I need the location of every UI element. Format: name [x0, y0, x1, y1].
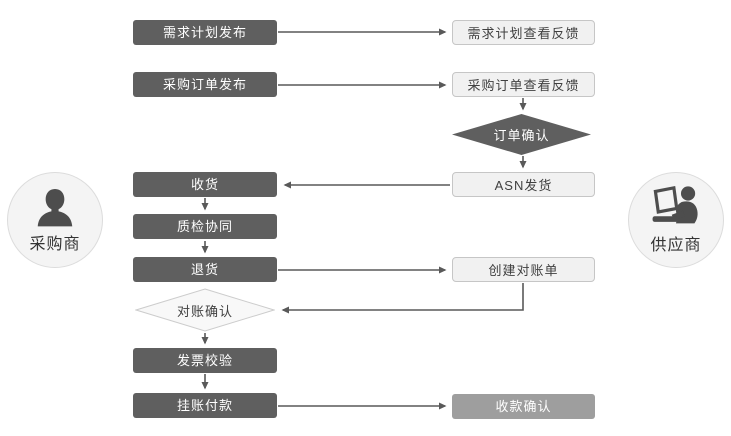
node-purchase-order-publish: 采购订单发布	[133, 72, 277, 97]
node-booked-payment: 挂账付款	[133, 393, 277, 418]
node-purchase-order-feedback: 采购订单查看反馈	[452, 72, 595, 97]
node-reconciliation-confirm-label: 对账确认	[176, 303, 233, 319]
buyer-actor-circle: 采购商	[7, 172, 103, 268]
person-bust-icon	[32, 186, 78, 228]
person-with-laptop-icon	[649, 185, 703, 229]
node-demand-plan-publish: 需求计划发布	[133, 20, 277, 45]
supplier-actor-circle: 供应商	[628, 172, 724, 268]
node-order-confirm: 订单确认	[452, 114, 591, 155]
node-return-goods: 退货	[133, 257, 277, 282]
node-demand-plan-feedback: 需求计划查看反馈	[452, 20, 595, 45]
node-receive-goods: 收货	[133, 172, 277, 197]
node-asn-shipping: ASN发货	[452, 172, 595, 197]
buyer-actor-label: 采购商	[29, 236, 81, 253]
supplier-actor-label: 供应商	[650, 237, 702, 254]
node-invoice-verification: 发票校验	[133, 348, 277, 373]
node-order-confirm-label: 订单确认	[493, 128, 550, 143]
node-create-statement: 创建对账单	[452, 257, 595, 282]
node-reconciliation-confirm: 对账确认	[135, 288, 275, 332]
node-quality-collaboration: 质检协同	[133, 214, 277, 239]
node-payment-receipt-confirm: 收款确认	[452, 394, 595, 419]
